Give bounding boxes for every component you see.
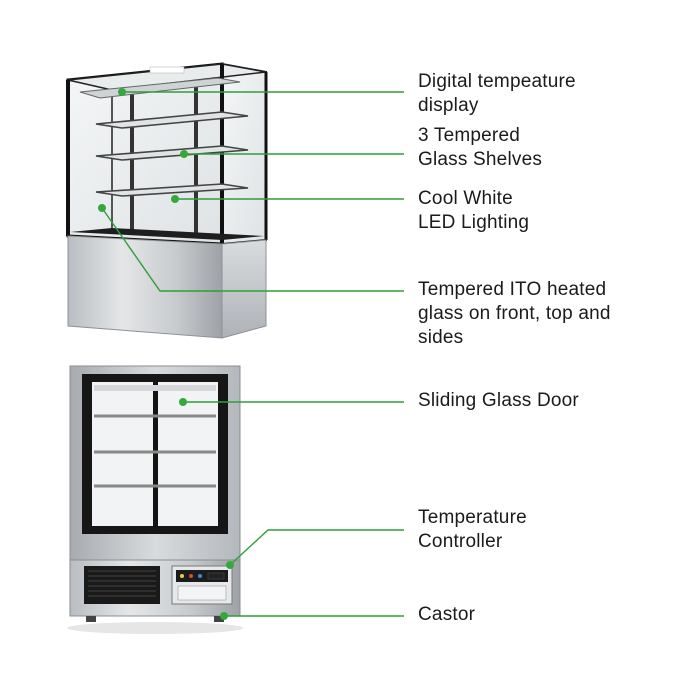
callout-line-text: Cool White — [418, 188, 513, 209]
callout-label-glass-shelves: 3 Tempered Glass Shelves — [418, 124, 542, 172]
callout-label-led-lighting: Cool White LED Lighting — [418, 187, 529, 235]
callout-label-digital-display: Digital tempeature display — [418, 70, 576, 118]
callout-lines — [98, 88, 404, 620]
callout-line-text: Glass Shelves — [418, 149, 543, 170]
callout-line-text: Controller — [418, 531, 503, 552]
callout-line-text: LED Lighting — [418, 212, 530, 233]
callout-line-text: 3 Tempered — [418, 125, 520, 146]
callout-dot-sliding-door — [179, 398, 187, 406]
callout-line-text: display — [418, 95, 479, 116]
callout-dot-castor — [220, 612, 228, 620]
callout-line-controller — [229, 529, 404, 566]
callout-dot-led — [171, 195, 179, 203]
callout-dot-display — [118, 88, 126, 96]
callout-line-text: Sliding Glass Door — [418, 390, 579, 411]
callout-line-text: Tempered ITO heated — [418, 279, 607, 300]
bottom-display-cabinet — [67, 365, 243, 634]
callout-line-text: Temperature — [418, 507, 527, 528]
callout-line-text: Digital tempeature — [418, 71, 576, 92]
top-display-cabinet — [66, 62, 268, 339]
callout-label-temperature-controller: Temperature Controller — [418, 506, 527, 554]
callout-line-heated-glass — [101, 207, 404, 292]
callout-line-text: glass on front, top and — [418, 303, 611, 324]
callout-dot-shelves — [180, 150, 188, 158]
callout-dot-heated-glass — [98, 204, 106, 212]
callout-label-heated-glass: Tempered ITO heated glass on front, top … — [418, 278, 611, 350]
callout-line-text: sides — [418, 327, 464, 348]
callout-dot-controller — [226, 561, 234, 569]
callout-label-sliding-door: Sliding Glass Door — [418, 389, 579, 413]
callout-line-text: Castor — [418, 604, 476, 625]
callout-label-castor: Castor — [418, 603, 475, 627]
